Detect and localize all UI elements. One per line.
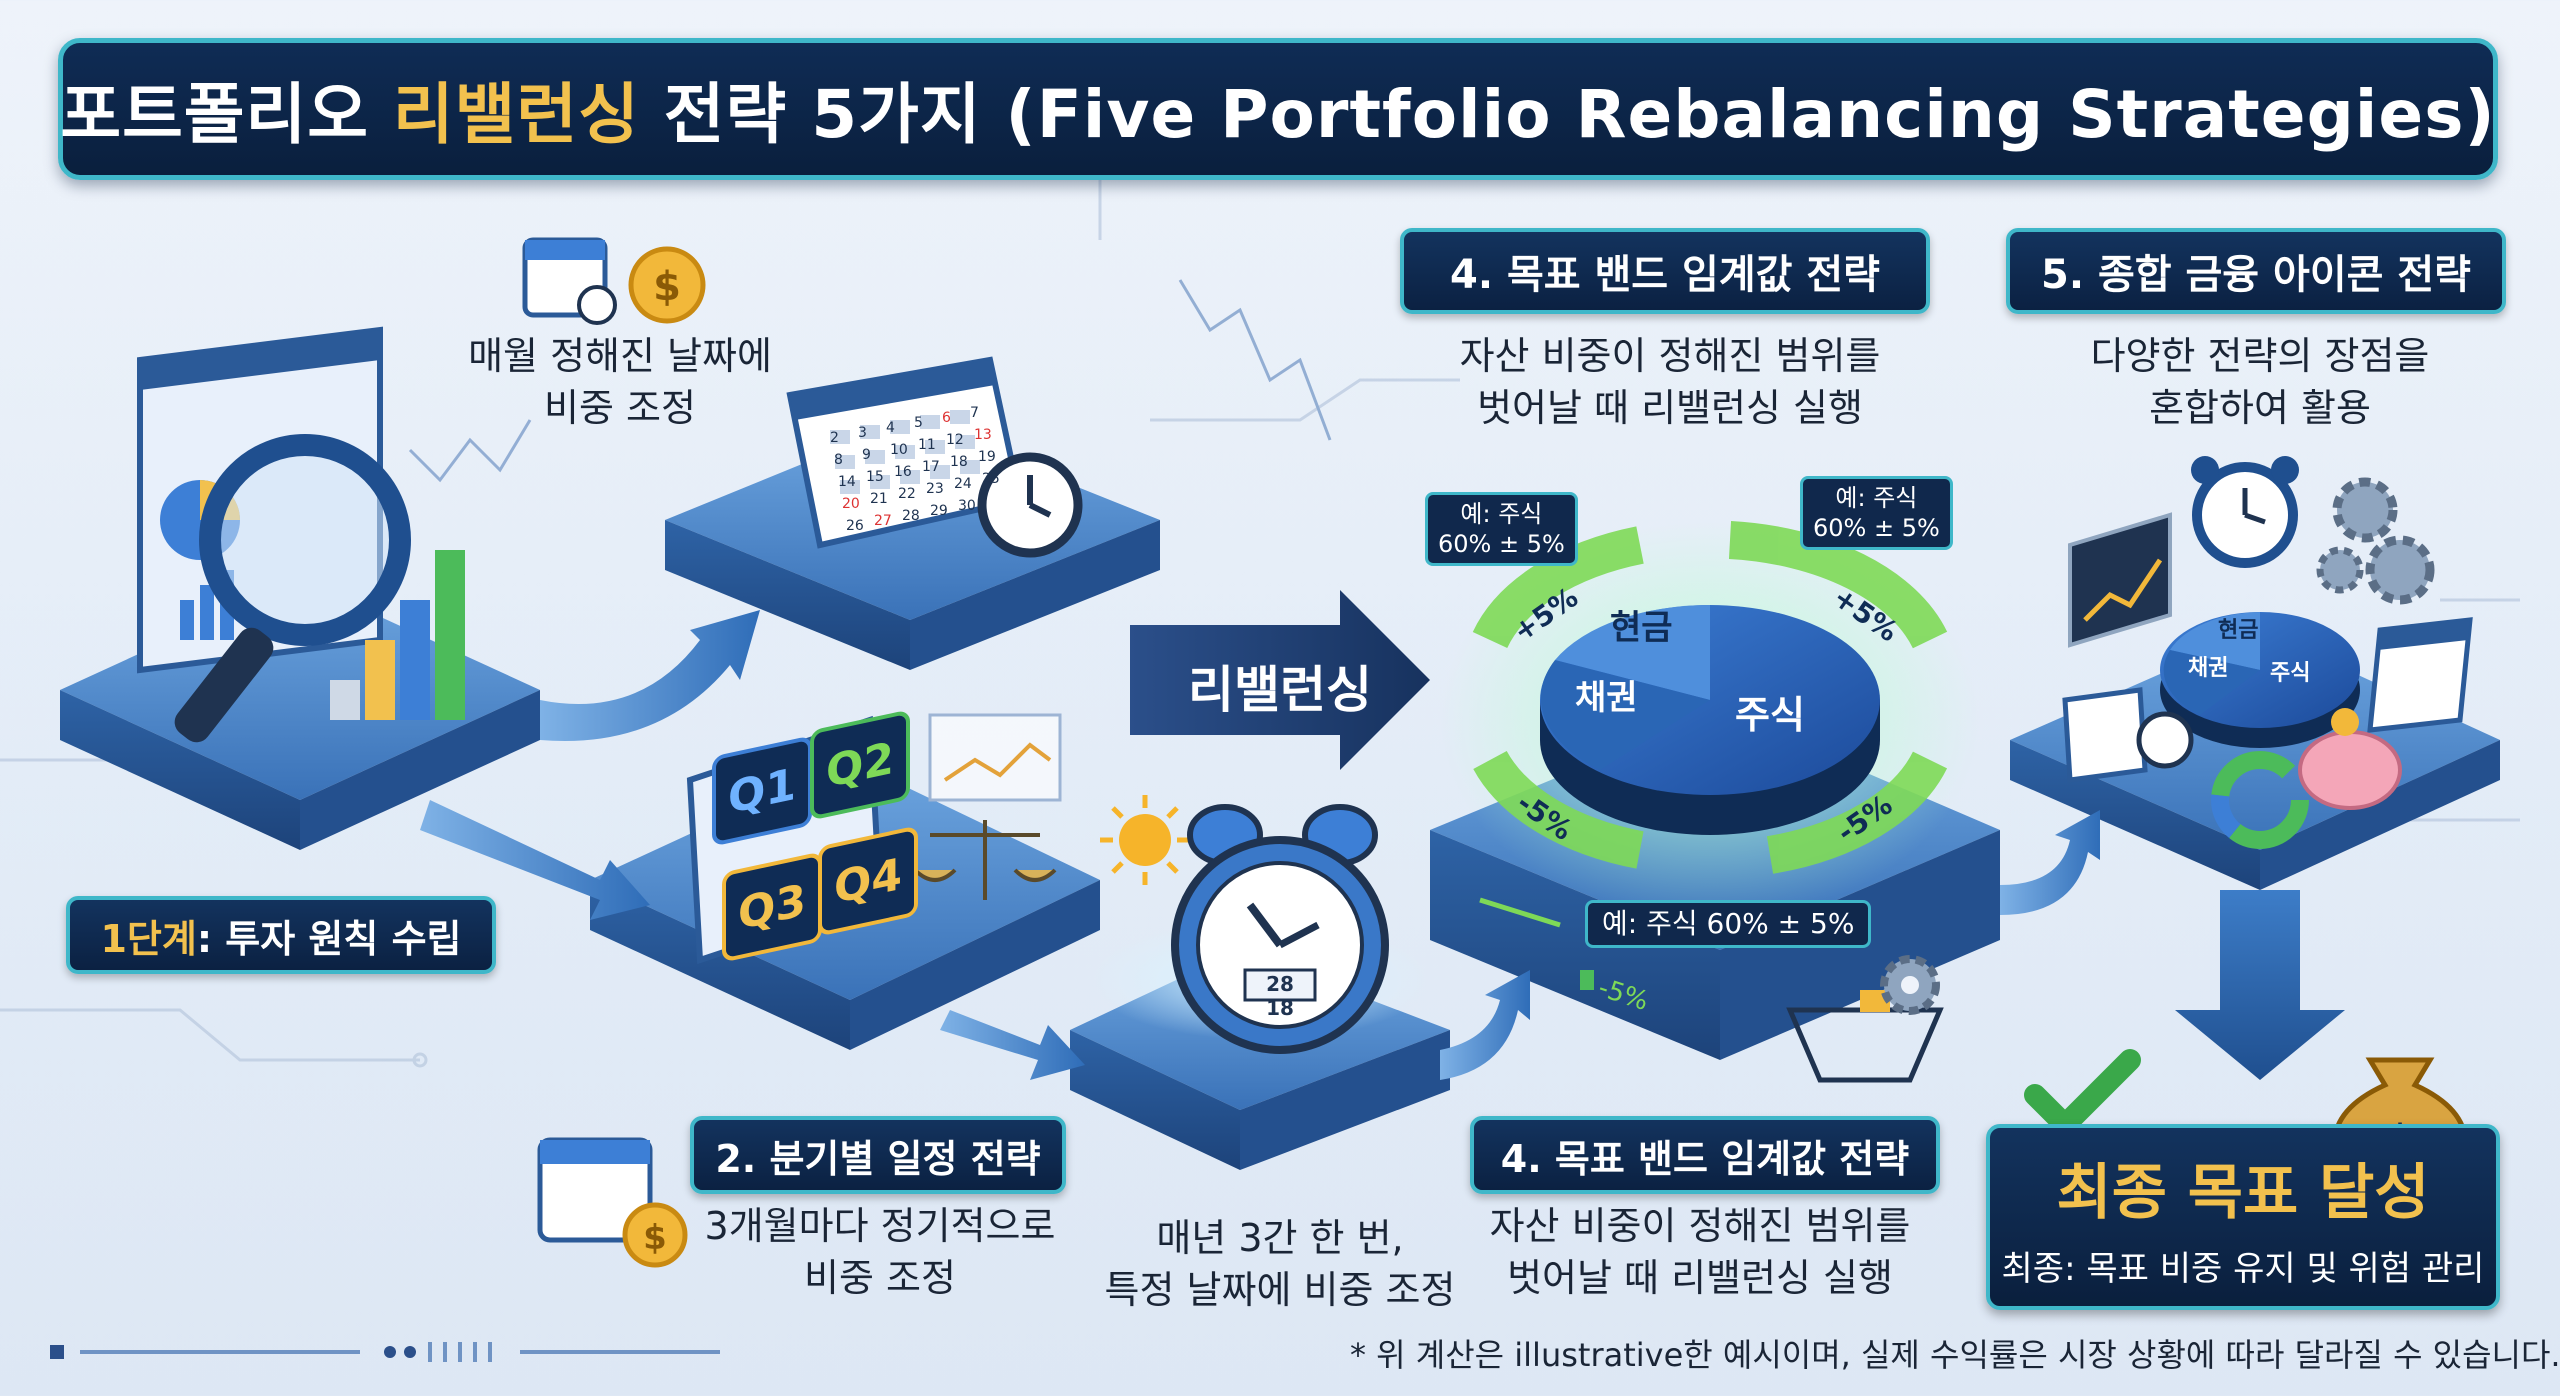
step3-description: 매년 3간 한 번, 특정 날짜에 비중 조정 (1104, 1216, 1456, 1312)
calendar-day: 12 (946, 432, 964, 448)
final-goal-subtitle: 최종: 목표 비중 유지 및 위험 관리 (2001, 1249, 2485, 1289)
checkmark-icon (2024, 1049, 2141, 1136)
calendar-day: 29 (930, 503, 948, 519)
calendar-right-icon (2367, 617, 2473, 733)
calendar-day: 4 (886, 420, 895, 436)
calendar-day: 21 (870, 491, 888, 507)
step2-label: 2. 분기별 일정 전략 (690, 1116, 1066, 1194)
alarm-clock-date: 28 18 (1266, 972, 1294, 1020)
calendar-icon (522, 237, 617, 325)
step4-bottom-description: 자산 비중이 정해진 범위를 벗어날 때 리밸런싱 실행 (1489, 1204, 1911, 1300)
step5-label: 5. 종합 금융 아이콘 전략 (2006, 228, 2506, 314)
scale-icon (913, 820, 1057, 900)
calendar-day: 18 (950, 454, 968, 470)
step2-description: 3개월마다 정기적으로 비중 조정 (704, 1204, 1056, 1300)
calendar-day: 8 (834, 452, 843, 468)
gears-icon (2316, 477, 2435, 605)
band-pie-label-bond: 채권 (1575, 678, 1638, 718)
calendar-day: 19 (978, 449, 996, 465)
decorative-progress-line (50, 1342, 720, 1362)
calendar-day: 20 (842, 496, 860, 512)
step4-top-description: 자산 비중이 정해진 범위를 벗어날 때 리밸런싱 실행 (1459, 334, 1881, 430)
coin-icon: $ (628, 246, 706, 324)
calendar-day: 26 (846, 518, 864, 534)
calendar-day: 10 (890, 442, 908, 458)
rebalance-arrow-label: 리밸런싱 (1188, 661, 1372, 719)
band-tag-bottom: 예: 주식 60% ± 5% (1585, 900, 1872, 948)
calendar-day: 23 (926, 481, 944, 497)
calendar-day: 5 (914, 415, 923, 431)
calendar-day: 27 (874, 513, 892, 529)
calendar-bottom-icon (537, 1137, 653, 1243)
alarm-clock-icon (1171, 804, 1389, 1054)
band-pie (1540, 604, 1880, 835)
platform-step1 (60, 326, 540, 850)
step1-description: 매월 정해진 날짜에 비중 조정 (468, 334, 772, 430)
title-bar: 포트폴리오 리밸런싱 전략 5가지 (Five Portfolio Rebala… (58, 38, 2498, 180)
bar-chart-icon (330, 550, 465, 720)
platform-calendar (665, 356, 1160, 670)
calendar-day: 15 (866, 469, 884, 485)
mini-pie-label-stock: 주식 (2270, 661, 2311, 686)
donut-icon (2211, 751, 2309, 849)
band-pie-label-stock: 주식 (1735, 693, 1805, 737)
calendar-day: 22 (898, 486, 916, 502)
mini-pie-label-bond: 채권 (2188, 656, 2229, 681)
band-pie-label-cash: 현금 (1610, 608, 1673, 648)
page-title: 포트폴리오 리밸런싱 전략 5가지 (Five Portfolio Rebala… (60, 76, 2496, 153)
step1-label: 1단계: 투자 원칙 수립 (66, 896, 496, 974)
calendar-day: 17 (922, 459, 940, 475)
threshold-band (1472, 521, 1948, 874)
flow-arrows (420, 610, 2100, 1080)
mini-pie (2160, 612, 2360, 748)
clock-icon (977, 452, 1083, 558)
calendar-day: 13 (974, 427, 992, 443)
calendar-day: 6 (942, 410, 951, 426)
svg-text:$: $ (653, 264, 681, 310)
step5-description: 다양한 전략의 장점을 혼합하여 활용 (2090, 334, 2430, 430)
coin-bottom-icon: $ (622, 1202, 688, 1268)
rebalance-arrow-shape (1130, 590, 1430, 770)
calendar-day: 14 (838, 474, 856, 490)
calendar-day: 24 (954, 476, 972, 492)
calendar-day: 25 (982, 471, 1000, 487)
step4-top-label: 4. 목표 밴드 임계값 전략 (1400, 228, 1930, 314)
magnifier-icon (174, 434, 411, 743)
calendar-day: 16 (894, 464, 912, 480)
gear-icon (1880, 955, 1940, 1015)
mini-pie-label-cash: 현금 (2218, 618, 2259, 643)
final-goal-title: 최종 목표 달성 (2056, 1158, 2430, 1228)
svg-text:$: $ (643, 1218, 667, 1258)
calendar-day: 9 (862, 447, 871, 463)
calendar-day: 11 (918, 437, 936, 453)
calendar-left-icon (2062, 687, 2194, 783)
final-goal-box: 최종 목표 달성 최종: 목표 비중 유지 및 위험 관리 (1986, 1124, 2500, 1310)
mini-chart-card (928, 713, 1062, 802)
alarm-clock-small-icon (2191, 456, 2299, 568)
calendar-day: 3 (858, 425, 867, 441)
title-highlight: 리밸런싱 (392, 76, 640, 153)
desk-calendar-icon (786, 356, 1024, 549)
calendar-day: 2 (830, 430, 839, 446)
footnote: * 위 계산은 illustrative한 예시이며, 실제 수익률은 시장 상… (1350, 1336, 2560, 1374)
calendar-day: 7 (970, 405, 979, 421)
calendar-day: 28 (902, 508, 920, 524)
step4-bottom-label: 4. 목표 밴드 임계값 전략 (1470, 1116, 1940, 1194)
chart-icon (2068, 512, 2172, 648)
sun-icon (1100, 795, 1190, 885)
down-arrow (2175, 890, 2345, 1080)
piggy-bank-icon (2298, 708, 2402, 810)
calendar-day: 30 (958, 498, 976, 514)
